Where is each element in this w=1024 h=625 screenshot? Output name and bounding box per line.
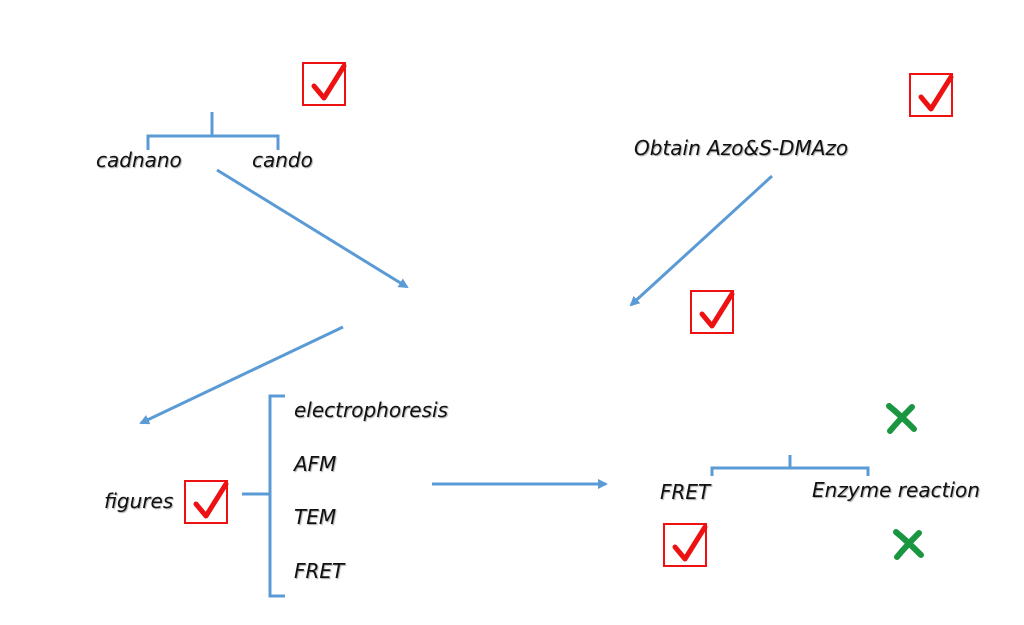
cross-icon (884, 401, 918, 435)
check-icon (302, 62, 347, 106)
cross-icon (891, 527, 925, 561)
label-obtain-azo: Obtain Azo&S-DMAzo (634, 136, 849, 160)
brace-fret-enzyme (710, 455, 870, 476)
check-icon (909, 73, 954, 117)
arrow-cad-to-center (216, 168, 409, 289)
label-cadnano: cadnano (96, 148, 182, 172)
label-electrophoresis: electrophoresis (294, 398, 448, 422)
check-icon (184, 480, 229, 524)
arrow-center-to-figures (139, 325, 344, 425)
label-tem: TEM (294, 505, 337, 529)
brace-cadnano-cando (146, 112, 280, 150)
label-cando: cando (252, 148, 313, 172)
arrow-obtain-to-center (629, 174, 774, 307)
check-icon (663, 523, 708, 567)
label-afm: AFM (294, 452, 337, 476)
label-figures: figures (104, 489, 174, 513)
brace-methods (242, 394, 285, 598)
label-fret: FRET (660, 480, 711, 504)
label-fret-method: FRET (294, 559, 345, 583)
label-enzyme-reaction: Enzyme reaction (812, 478, 980, 502)
check-icon (690, 290, 735, 334)
